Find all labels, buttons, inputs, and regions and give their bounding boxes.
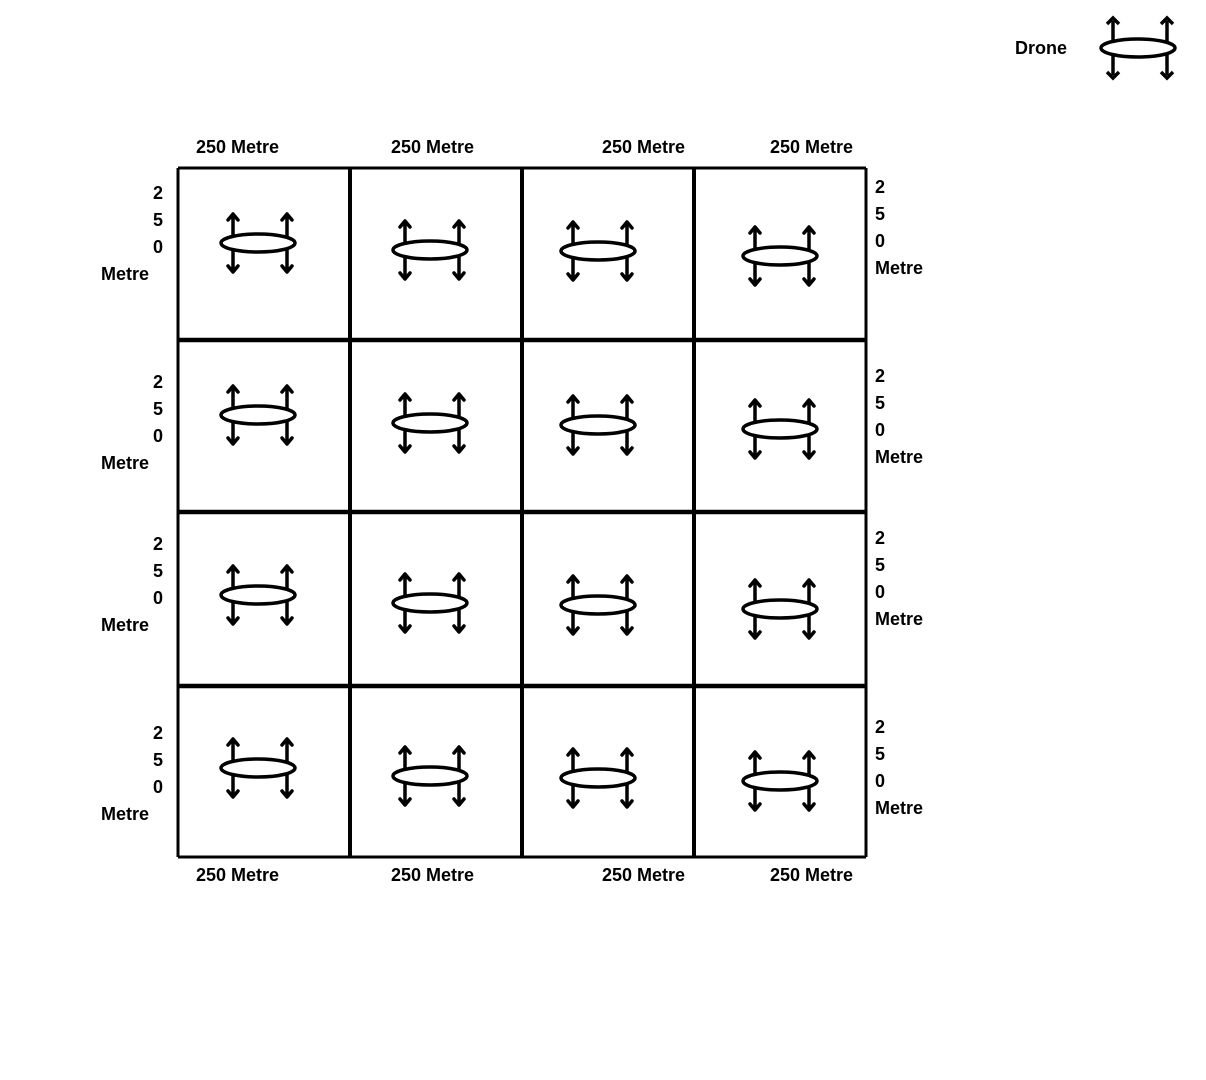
left-label-3: 2 5 0 Metre <box>101 531 163 639</box>
left-label-digit: 2 <box>153 372 164 392</box>
right-label-digit: 0 <box>875 771 886 791</box>
left-label-digit: 0 <box>153 237 164 257</box>
left-label-unit: Metre <box>101 453 150 473</box>
bottom-label-3: 250 Metre <box>602 865 686 885</box>
left-label-digit: 2 <box>153 723 164 743</box>
right-label-digit: 5 <box>875 393 886 413</box>
left-label-digit: 0 <box>153 777 164 797</box>
left-label-1: 2 5 0 Metre <box>101 180 163 288</box>
right-label-4: 2 5 0 Metre <box>875 714 923 822</box>
right-label-unit: Metre <box>875 609 924 629</box>
right-label-3: 2 5 0 Metre <box>875 525 923 633</box>
drone-icon <box>219 564 297 626</box>
right-label-unit: Metre <box>875 798 924 818</box>
top-label-1: 250 Metre <box>196 137 280 157</box>
drone-icon <box>559 394 637 456</box>
top-label-3: 250 Metre <box>602 137 686 157</box>
left-label-digit: 0 <box>153 588 164 608</box>
drone-icon <box>391 572 469 634</box>
bottom-label-2: 250 Metre <box>391 865 475 885</box>
legend-drone-icon <box>1099 15 1177 81</box>
left-label-digit: 5 <box>153 210 164 230</box>
drone-icon <box>559 220 637 282</box>
drone-icon <box>391 219 469 281</box>
bottom-label-4: 250 Metre <box>770 865 854 885</box>
drone-icon <box>741 225 819 287</box>
left-label-digit: 2 <box>153 183 164 203</box>
drone-icon <box>219 384 297 446</box>
drone-icon <box>391 392 469 454</box>
drone-icon <box>559 574 637 636</box>
right-label-digit: 5 <box>875 744 886 764</box>
right-label-unit: Metre <box>875 447 924 467</box>
left-label-2: 2 5 0 Metre <box>101 369 163 477</box>
right-label-digit: 2 <box>875 366 886 386</box>
left-label-4: 2 5 0 Metre <box>101 720 163 828</box>
right-label-digit: 5 <box>875 555 886 575</box>
right-label-digit: 2 <box>875 717 886 737</box>
drone-icon <box>219 212 297 274</box>
drone-icon <box>559 747 637 809</box>
top-label-4: 250 Metre <box>770 137 854 157</box>
right-label-digit: 2 <box>875 177 886 197</box>
drone-icon <box>1099 15 1177 81</box>
right-label-digit: 0 <box>875 231 886 251</box>
right-label-digit: 5 <box>875 204 886 224</box>
drone-icon <box>219 737 297 799</box>
top-label-2: 250 Metre <box>391 137 475 157</box>
left-label-digit: 5 <box>153 561 164 581</box>
left-label-unit: Metre <box>101 804 150 824</box>
right-label-unit: Metre <box>875 258 924 278</box>
drone-icon <box>741 750 819 812</box>
left-label-unit: Metre <box>101 615 150 635</box>
right-label-2: 2 5 0 Metre <box>875 363 923 471</box>
legend-label: Drone <box>1015 38 1068 58</box>
left-label-digit: 2 <box>153 534 164 554</box>
drone-icon <box>391 745 469 807</box>
right-label-digit: 0 <box>875 420 886 440</box>
right-label-digit: 2 <box>875 528 886 548</box>
left-label-digit: 0 <box>153 426 164 446</box>
left-label-digit: 5 <box>153 750 164 770</box>
bottom-label-1: 250 Metre <box>196 865 280 885</box>
left-label-unit: Metre <box>101 264 150 284</box>
grid-lines <box>176 166 868 859</box>
right-label-digit: 0 <box>875 582 886 602</box>
right-label-1: 2 5 0 Metre <box>875 174 923 282</box>
drone-icon <box>741 398 819 460</box>
drone-icon <box>741 578 819 640</box>
left-label-digit: 5 <box>153 399 164 419</box>
